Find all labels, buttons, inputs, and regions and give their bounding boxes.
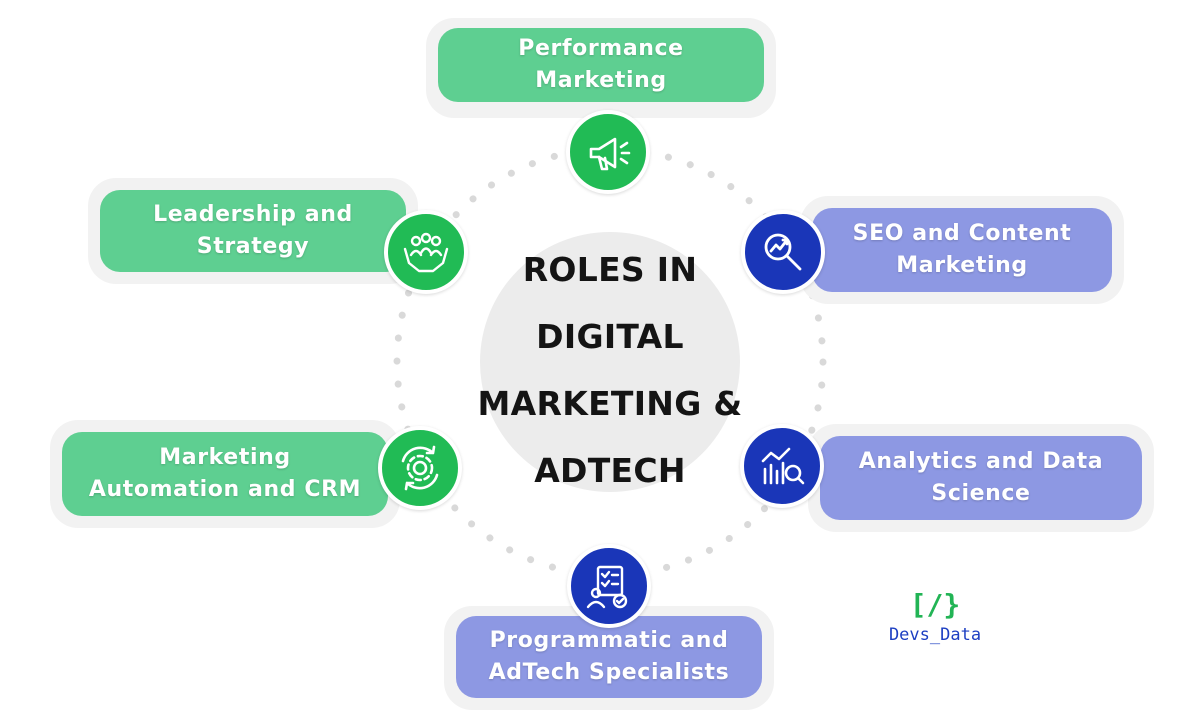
role-label-line: Marketing [535,68,667,93]
role-label-line: Automation and CRM [88,477,362,502]
center-title-line: ADTECH [534,451,686,490]
center-title-line: DIGITAL [536,317,684,356]
seo-magnifier-icon [741,210,825,294]
center-title-line: ROLES IN [522,250,698,289]
role-programmatic-adtech: Programmatic and AdTech Specialists [456,616,762,698]
analytics-chart-icon [740,424,824,508]
role-label-line: Marketing [159,445,291,470]
gear-cycle-icon [378,426,462,510]
role-marketing-automation-crm: Marketing Automation and CRM [62,432,388,516]
brand-mark: [/} [909,588,961,621]
role-label-line: Leadership and [153,202,353,227]
role-label-line: SEO and Content [852,221,1072,246]
center-disc [480,232,740,492]
center-title: ROLES IN DIGITAL MARKETING & ADTECH [440,236,780,504]
team-hands-icon [384,210,468,294]
role-performance-marketing: Performance Marketing [438,28,764,102]
center-title-line: MARKETING & [477,384,743,423]
brand-name: Devs_Data [888,625,982,645]
role-label-line: Strategy [196,234,310,259]
role-label-line: AdTech Specialists [488,660,730,685]
role-label-line: Programmatic and [489,628,729,653]
checklist-person-icon [567,544,651,628]
role-label-line: Performance [518,36,684,61]
role-seo-content-marketing: SEO and Content Marketing [812,208,1112,292]
role-label-line: Marketing [896,253,1028,278]
role-leadership-strategy: Leadership and Strategy [100,190,406,272]
role-analytics-data-science: Analytics and Data Science [820,436,1142,520]
role-label-line: Analytics and Data [858,449,1104,474]
megaphone-icon [566,110,650,194]
devs-data-logo: [/} Devs_Data [880,588,990,648]
role-label-line: Science [931,481,1031,506]
